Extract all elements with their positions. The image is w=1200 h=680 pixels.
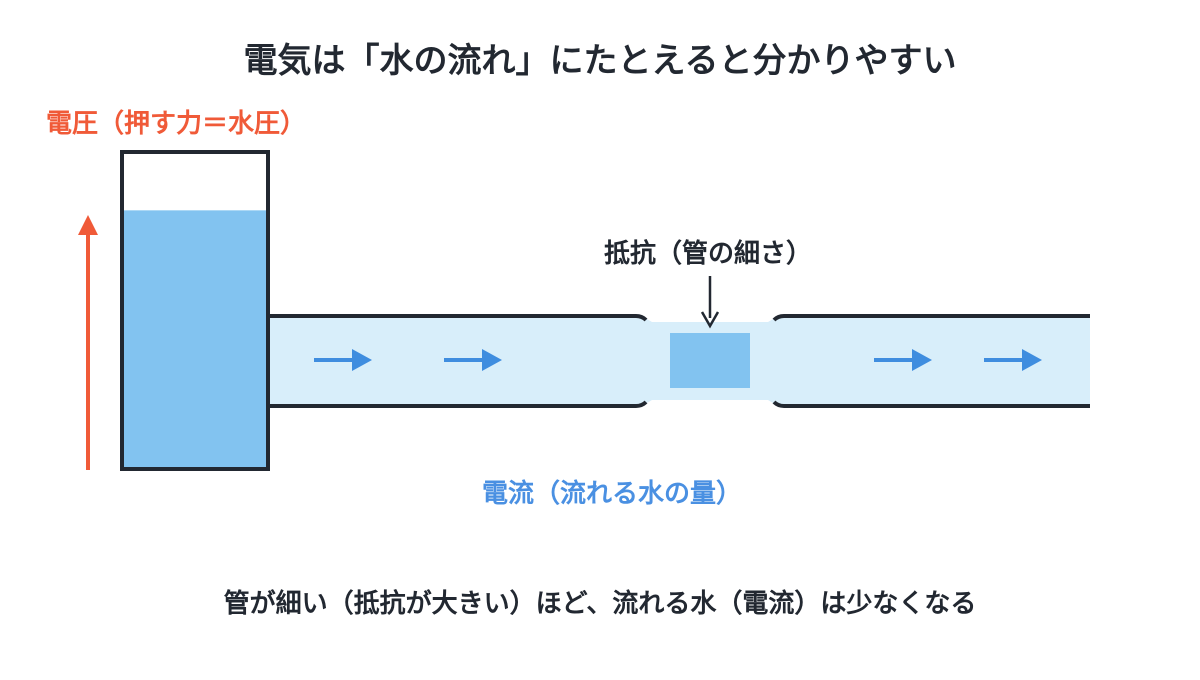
resistance-label: 抵抗（管の細さ）: [604, 238, 812, 269]
flow-arrow-icon: [314, 349, 372, 371]
voltage-label: 電圧（押す力＝水圧）: [46, 109, 306, 139]
caption: 管が細い（抵抗が大きい）ほど、流れる水（電流）は少なくなる: [224, 588, 977, 619]
resistance-pointer-arrow-icon: [700, 311, 720, 329]
pipe-top-wall: [268, 314, 1090, 322]
resistor-block: [670, 333, 750, 388]
page-title: 電気は「水の流れ」にたとえると分かりやすい: [244, 41, 957, 81]
flow-arrow-icon: [984, 349, 1042, 371]
flow-arrow-icon: [874, 349, 932, 371]
water-tank: [120, 150, 270, 471]
flow-arrow-icon: [444, 349, 502, 371]
current-label: 電流（流れる水の量）: [482, 479, 742, 509]
pipe-bottom-wall: [268, 400, 1090, 408]
pipe-water-right: [776, 316, 1090, 406]
tank-water: [122, 210, 268, 467]
